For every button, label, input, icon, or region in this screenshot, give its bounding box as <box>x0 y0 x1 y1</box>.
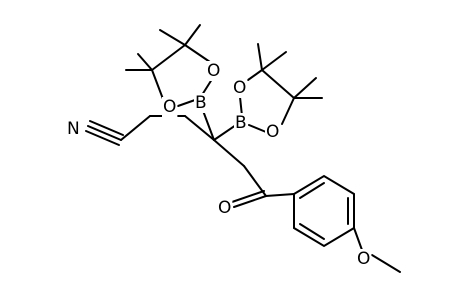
ch2-bond <box>213 139 245 167</box>
nitrile-triple-bond-2 <box>89 120 124 136</box>
right-c-o-bottom-bond <box>281 97 295 125</box>
carbonyl-aryl-bond <box>265 193 295 197</box>
left-methyl-2 <box>184 24 201 46</box>
benzene-ring <box>293 174 355 248</box>
c-b-right-bond <box>213 124 237 141</box>
atom-label-background <box>217 198 233 218</box>
chain-bond-3 <box>184 115 215 141</box>
right-boron-label: B <box>235 113 247 133</box>
left-o-c-top-bond <box>184 44 211 63</box>
atom-label-background <box>265 122 281 142</box>
atom-label-background <box>194 93 208 113</box>
left-ring-o-top-label: O <box>207 61 220 81</box>
methoxy-o-label: O <box>357 249 370 269</box>
carbonyl-double-bond-1 <box>233 195 267 208</box>
ring-inner-bond-3 <box>299 223 325 240</box>
o-methyl-bond <box>371 254 401 273</box>
bonds <box>85 24 401 273</box>
nitrile-triple-bond-1 <box>87 125 122 141</box>
atom-labels: N O B O O B O O O <box>66 61 372 269</box>
atom-label-background <box>162 97 178 117</box>
left-c-o-bottom-bond <box>151 69 164 100</box>
left-ring-o-bottom-label: O <box>163 97 176 117</box>
right-methyl-4 <box>293 77 317 99</box>
right-c-c-bond <box>261 69 295 99</box>
ring-inner-bond-1 <box>299 182 325 199</box>
right-methyl-2 <box>261 51 287 71</box>
carbonyl-double-bond-2 <box>231 190 265 203</box>
nitrile-triple-bond-3 <box>85 130 120 146</box>
atom-label-background <box>356 249 372 269</box>
ketone-o-label: O <box>218 198 231 218</box>
left-methyl-4 <box>137 53 153 71</box>
c-b-left-bond <box>201 107 215 141</box>
atom-label-background <box>206 61 222 81</box>
right-b-o-bottom-bond <box>248 124 267 133</box>
right-ring-o-top-label: O <box>233 78 246 98</box>
right-b-o-top-bond <box>239 96 243 117</box>
right-methyl-1 <box>257 43 263 71</box>
atom-label-background <box>234 113 248 133</box>
chain-bond-1 <box>120 115 151 141</box>
left-c-c-bond <box>151 44 186 71</box>
aryl-o-bond <box>353 227 363 251</box>
left-o-b-bottom-bond <box>177 99 196 107</box>
left-methyl-1 <box>159 29 186 46</box>
left-boron-label: B <box>195 93 207 113</box>
nitrile-n-label: N <box>67 119 80 139</box>
atom-label-background <box>66 119 81 139</box>
right-ring-o-bottom-label: O <box>266 122 279 142</box>
right-o-c-top-bond <box>247 69 263 81</box>
atom-label-background <box>232 78 248 98</box>
